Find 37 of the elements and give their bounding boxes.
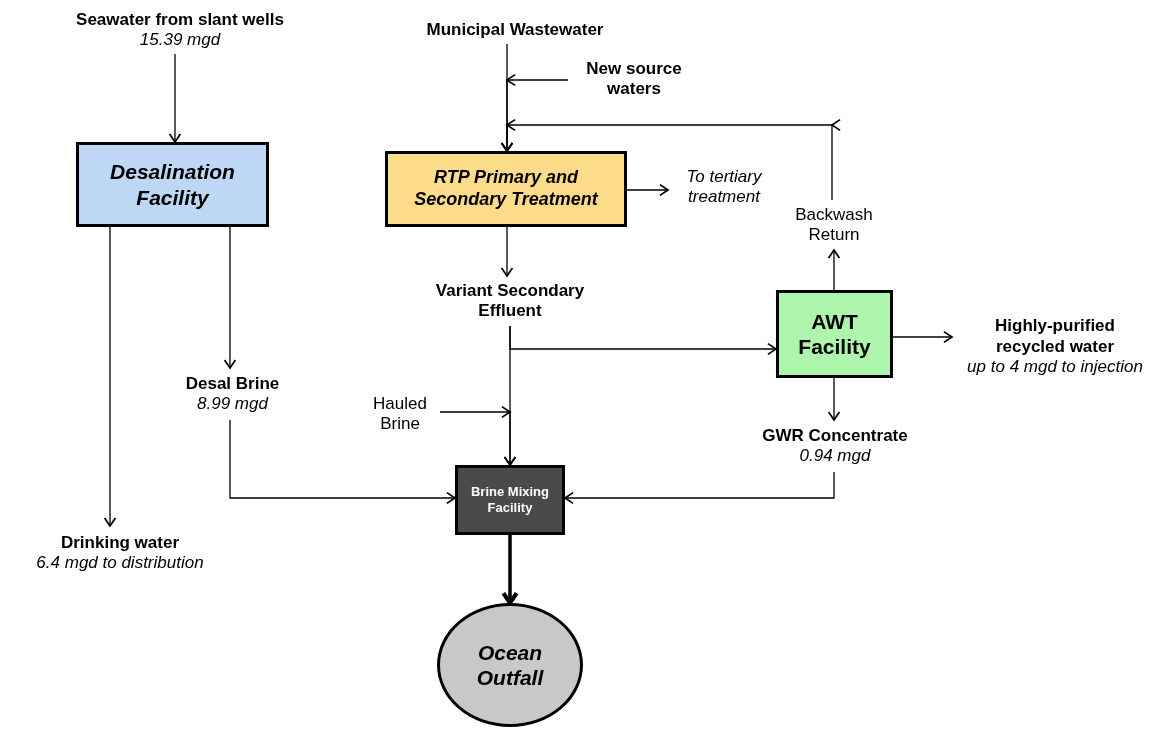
facility-label: AWT Facility	[797, 308, 872, 360]
arrow	[229, 419, 456, 505]
facility-label: RTP Primary and Secondary Treatment	[413, 167, 600, 211]
arrow	[892, 330, 953, 344]
arrow	[500, 226, 514, 277]
arrow	[827, 249, 841, 291]
flow-label: Variant Secondary Effluent	[434, 280, 586, 322]
arrow	[501, 119, 841, 201]
flow-label: New source waters	[585, 58, 683, 100]
treatment-box	[385, 151, 627, 227]
facility-label: Ocean Outfall	[475, 639, 545, 691]
flow-rate: 0.94 mgd	[798, 446, 872, 467]
facility-box	[776, 290, 893, 378]
arrow	[168, 53, 182, 143]
arrow	[564, 471, 835, 505]
flow-rate: 15.39 mgd	[138, 30, 222, 51]
flow-label: Drinking water	[59, 532, 181, 553]
arrow	[439, 406, 516, 466]
flow-label: GWR Concentrate	[761, 425, 909, 446]
flow-label: Desal Brine	[184, 373, 281, 394]
flow-rate: 8.99 mgd	[196, 394, 270, 415]
flow-label: Highly-purified recycled water	[994, 316, 1116, 358]
arrow	[223, 226, 237, 369]
arrow	[103, 226, 117, 527]
mixing-box	[455, 465, 565, 535]
facility-box	[76, 142, 269, 227]
flow-rate: 6.4 mgd to distribution	[35, 553, 205, 574]
arrow	[827, 377, 841, 421]
flow-label: To tertiary treatment	[685, 166, 763, 208]
flow-rate: up to 4 mgd to injection	[966, 357, 1144, 378]
facility-label: Brine Mixing Facility	[470, 484, 550, 516]
flow-label: Municipal Wastewater	[425, 19, 605, 41]
facility-label: Desalination Facility	[109, 159, 236, 210]
flow-label: Backwash Return	[794, 204, 874, 246]
arrow	[626, 183, 669, 197]
flow-label: Hauled Brine	[372, 393, 428, 435]
flow-label: Seawater from slant wells	[75, 9, 285, 30]
